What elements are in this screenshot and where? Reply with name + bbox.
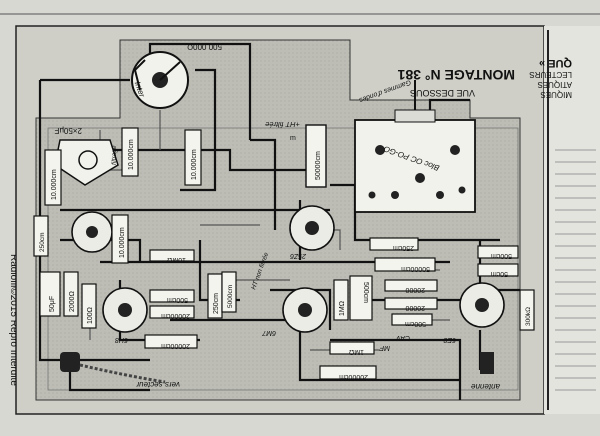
label-vers-secteur: vers secteur <box>136 380 180 389</box>
resistor-100 <box>81 283 97 329</box>
label-10000-left: 10.000cm <box>51 169 58 200</box>
resistor-20000-b <box>384 297 438 310</box>
resistor-2000 <box>63 271 79 317</box>
title-vue: VUE DESSOUS <box>410 88 475 98</box>
tube-25z6 <box>289 205 335 251</box>
wave-band-block <box>354 80 476 213</box>
column-text-lines <box>555 149 596 391</box>
resistor-300k <box>519 289 535 331</box>
resistor-500cm-b <box>349 275 373 321</box>
column-heading: QUE » LECTEURS ATIQUES MIQUES <box>529 57 572 99</box>
resistor-10000-b <box>111 214 129 264</box>
tube-6h8 <box>102 287 148 333</box>
label-50000cm-mid: 50000cm <box>401 265 430 272</box>
capacitor-50uf <box>39 271 61 317</box>
label-cav: CAV <box>395 334 410 341</box>
wire-mid-bus <box>110 148 320 172</box>
label-10000-b: 10.000cm <box>119 227 126 258</box>
label-6e8: 6E8 <box>443 336 456 343</box>
label-ht-filtree: +HT filtrée <box>265 120 300 129</box>
label-20000cm-e: 20000cm <box>339 373 368 380</box>
resistor-1mq-a <box>333 279 349 321</box>
label-500cm-a: 500cm <box>491 252 512 259</box>
watermark: Radiofil©2015 Repro Interdite <box>8 254 16 386</box>
resistor-50cm <box>477 263 519 277</box>
wire-pot-top <box>148 42 252 140</box>
label-300k: 300kΩ <box>525 307 532 326</box>
text-column <box>544 26 600 414</box>
label-6h8: 6H8 <box>115 336 128 343</box>
label-2x50uf: 2×50μF <box>54 126 82 135</box>
label-50cm: 50cm <box>491 270 508 277</box>
resistor-250cm <box>369 237 419 251</box>
wire-left-bus <box>38 80 150 362</box>
potentiometer-inter <box>131 51 189 109</box>
label-6m7: 6M7 <box>261 329 276 336</box>
capacitor-50000cm-top <box>305 124 327 188</box>
wire-bottom-bus <box>170 318 460 382</box>
resistor-20000cm-e <box>319 365 377 380</box>
tube-6j8-left <box>71 211 113 253</box>
label-250cm: 250cm <box>393 244 414 251</box>
label-10mq: 10MΩ <box>167 256 186 263</box>
tube-6m7 <box>282 287 328 333</box>
column-heading-d: MIQUES <box>540 90 572 99</box>
resistor-50000cm-mid <box>374 257 436 272</box>
resistor-250-left <box>33 215 49 257</box>
watermark-text: Radiofil©2015 Repro Interdite <box>8 254 16 386</box>
resistor-20000cm-d <box>144 334 198 349</box>
label-5000: 5000cm <box>227 285 234 308</box>
label-250cm-b: 250cm <box>213 293 220 314</box>
mains-cable <box>60 352 166 384</box>
chassis-inner-edge <box>47 127 519 391</box>
label-1mq-a: 1MΩ <box>339 301 346 316</box>
column-heading-a: QUE » <box>539 57 572 69</box>
resistor-500cm-d <box>391 313 433 326</box>
label-10000-mid: 10.000cm <box>191 149 198 180</box>
label-50uf: 50μF <box>49 296 56 312</box>
label-500cm-c: 500cm <box>167 296 188 303</box>
label-20000-b: 20000 <box>405 304 425 311</box>
label-antenne: antenne <box>471 382 500 391</box>
resistor-10mq <box>149 249 195 262</box>
wire-secteur <box>68 370 150 392</box>
resistor-20000-a <box>384 279 438 292</box>
label-100: 100Ω <box>87 307 94 324</box>
column-heading-b: LECTEURS <box>529 70 572 79</box>
wire-potentiometer-down <box>180 68 217 192</box>
title-block: MONTAGE N° 381 VUE DESSOUS <box>397 67 515 98</box>
label-25z6: 25Z6 <box>290 252 307 259</box>
wire-ht-filtree <box>250 138 277 230</box>
resistor-500cm-a <box>477 245 519 259</box>
resistor-10000-left <box>44 149 62 206</box>
resistor-1mq-b <box>329 341 375 355</box>
label-250-left: 250cm <box>39 232 46 252</box>
column-heading-c: ATIQUES <box>537 80 572 89</box>
antenna-terminal <box>480 352 494 374</box>
label-2000: 2000Ω <box>69 291 76 312</box>
label-m-small: m <box>290 135 296 142</box>
resistor-filtrage <box>121 127 139 177</box>
resistor-500cm-c <box>149 289 195 303</box>
label-500000-pot: 500.000Ω <box>187 42 222 51</box>
title-montage: MONTAGE N° 381 <box>397 67 515 83</box>
label-500cm-d: 500cm <box>405 320 426 327</box>
label-50000cm-top: 50000cm <box>315 151 322 180</box>
resistor-10000-mid <box>184 129 202 186</box>
resistor-20000cm-c <box>149 305 195 319</box>
label-1mq-b: 1MΩ <box>349 348 364 355</box>
label-500cm-b: 500cm <box>362 282 369 303</box>
label-20000cm-d: 20000cm <box>161 342 190 349</box>
label-20000-a: 20000 <box>405 286 425 293</box>
label-filtrage: filtrage <box>111 145 118 165</box>
label-1000cm-filtrage: 10.000cm <box>128 139 135 170</box>
tube-6e8 <box>459 282 505 328</box>
label-20000cm-c: 20000cm <box>161 312 190 319</box>
wire-6m7-right <box>270 288 332 330</box>
wire-cav <box>330 338 462 400</box>
resistor-5000 <box>221 271 237 313</box>
label-mf: MF <box>379 344 390 351</box>
